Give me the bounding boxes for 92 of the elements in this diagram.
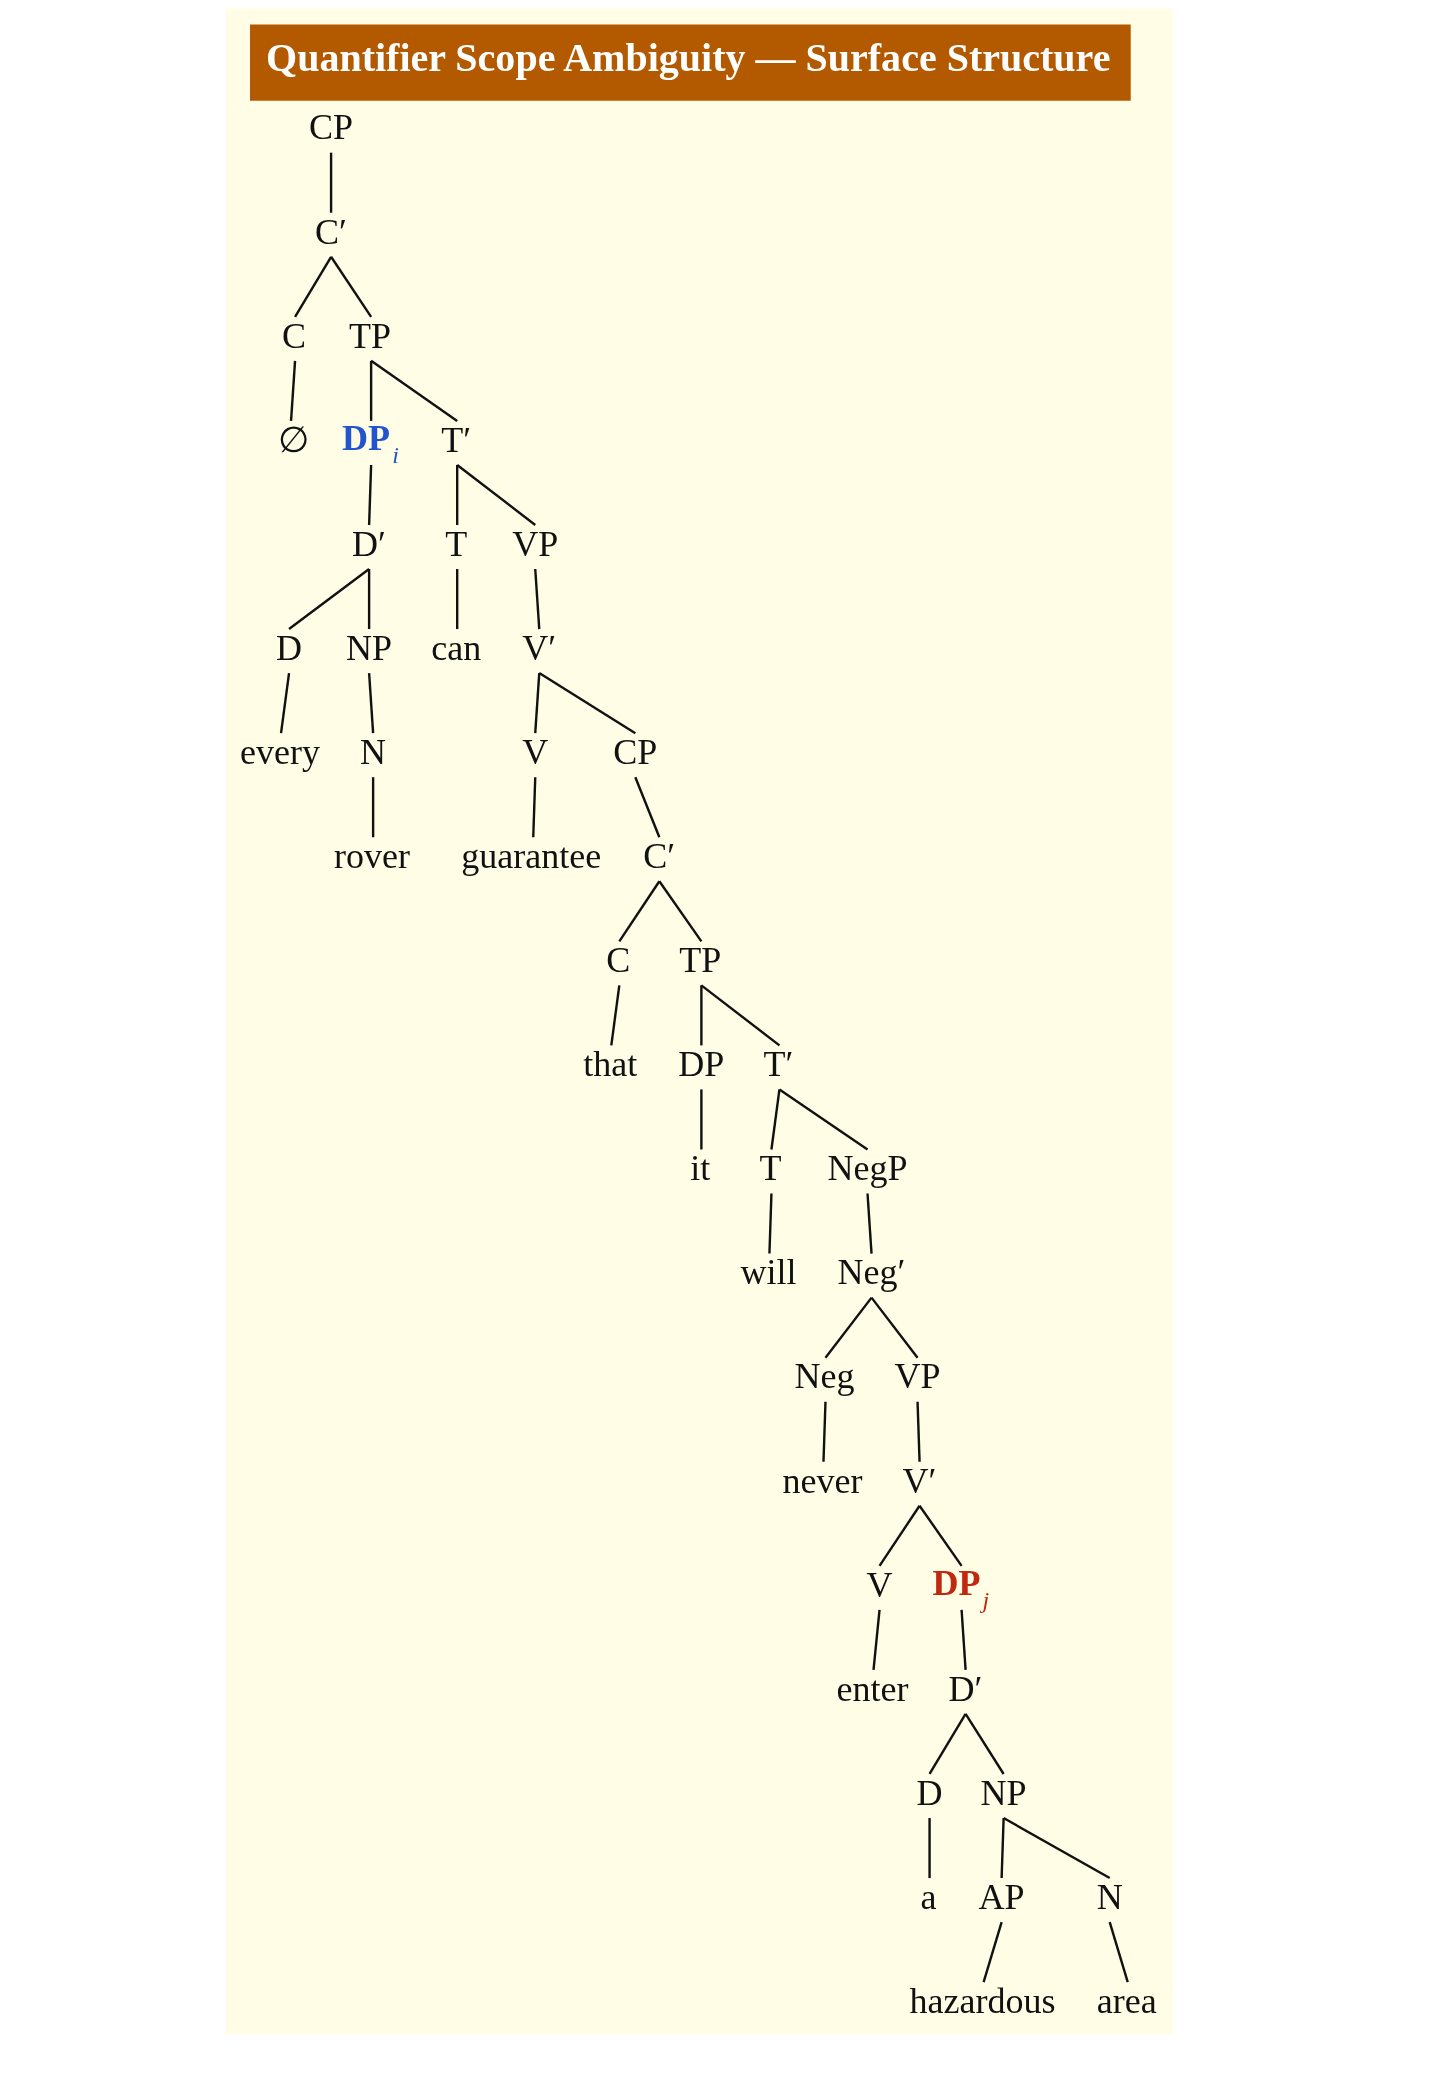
node-text: T′	[763, 1044, 794, 1085]
node-text: AP	[978, 1876, 1025, 1917]
connector	[928, 1818, 931, 1879]
node-text: T	[445, 523, 468, 564]
connector	[700, 985, 703, 1046]
connector	[534, 568, 541, 630]
connector	[367, 464, 373, 525]
node-text: area	[1096, 1980, 1157, 2021]
node-text: CP	[613, 731, 658, 772]
node-text: T′	[441, 419, 472, 460]
connector	[618, 880, 661, 942]
node-text: C′	[315, 211, 347, 252]
node-text: NegP	[827, 1148, 908, 1189]
connector	[778, 1088, 869, 1151]
connector	[658, 880, 703, 942]
connector	[866, 1193, 873, 1254]
connector	[700, 1089, 703, 1150]
node-text: D′	[948, 1668, 983, 1709]
connector	[1000, 1818, 1005, 1879]
connector	[367, 673, 375, 734]
node-text: will	[740, 1252, 797, 1293]
node-text: that	[583, 1044, 638, 1085]
node-text: ∅	[278, 419, 310, 460]
node-text: C	[606, 940, 631, 981]
connector	[964, 1713, 1005, 1775]
connector	[824, 1296, 873, 1359]
connector	[369, 360, 373, 421]
node-text: rover	[334, 836, 411, 877]
node-text: NP	[346, 627, 393, 668]
node-text: every	[240, 731, 320, 772]
connector	[330, 256, 373, 318]
node-text: enter	[836, 1668, 909, 1709]
diagram-title: Quantifier Scope Ambiguity — Surface Structure	[266, 34, 1111, 80]
node-text: CP	[309, 107, 354, 148]
connector	[370, 359, 458, 422]
node-text: TP	[349, 315, 392, 356]
connector	[700, 984, 781, 1047]
connector	[532, 777, 537, 838]
node-text: DP	[678, 1044, 725, 1085]
node-text: C	[282, 315, 307, 356]
connector	[456, 464, 459, 525]
node-text: D	[916, 1772, 943, 1813]
node-text: N	[1096, 1876, 1123, 1917]
connector	[279, 672, 291, 734]
connector	[329, 152, 333, 213]
connector	[610, 985, 621, 1046]
connector	[634, 776, 661, 838]
connector	[872, 1609, 881, 1671]
connector	[294, 256, 333, 318]
connector	[918, 1505, 963, 1567]
connector	[960, 1609, 967, 1670]
connector	[768, 1193, 773, 1254]
node-text: hazardous	[909, 1980, 1056, 2021]
node-text: Neg′	[837, 1252, 906, 1293]
node-text: DP$_{j}$	[932, 1562, 990, 1613]
connector	[928, 1713, 967, 1775]
node-text: D	[276, 627, 303, 668]
connector	[367, 569, 371, 630]
connector	[878, 1505, 921, 1567]
node-text: Neg	[794, 1356, 855, 1397]
node-text: N	[360, 731, 387, 772]
node-text: can	[431, 627, 482, 668]
node-text: VP	[894, 1356, 941, 1397]
node-text: a	[920, 1876, 937, 1917]
connector	[288, 568, 370, 631]
connector	[456, 463, 536, 526]
connector	[822, 1401, 827, 1462]
connector	[1003, 1817, 1111, 1880]
node-text: D′	[352, 523, 386, 564]
connector	[770, 1089, 781, 1150]
node-text: it	[690, 1148, 711, 1189]
connector	[1108, 1921, 1129, 1983]
connector	[289, 360, 297, 421]
connector	[371, 777, 375, 838]
node-text: VP	[512, 523, 559, 564]
connector	[456, 569, 459, 630]
connector	[916, 1401, 921, 1462]
node-text: V′	[902, 1460, 937, 1501]
connector	[870, 1296, 919, 1359]
node-text: guarantee	[461, 836, 602, 877]
connector	[982, 1921, 1003, 1983]
connector	[538, 672, 636, 735]
node-text: V	[866, 1564, 893, 1605]
node-text: NP	[980, 1772, 1027, 1813]
node-text: TP	[679, 940, 722, 981]
node-text: T	[759, 1148, 782, 1189]
node-text: DP$_{i}$	[342, 417, 399, 468]
node-text: V	[522, 731, 549, 772]
node-text: never	[782, 1460, 863, 1501]
connector	[534, 673, 541, 734]
node-text: C′	[643, 836, 676, 877]
node-text: V′	[522, 627, 557, 668]
